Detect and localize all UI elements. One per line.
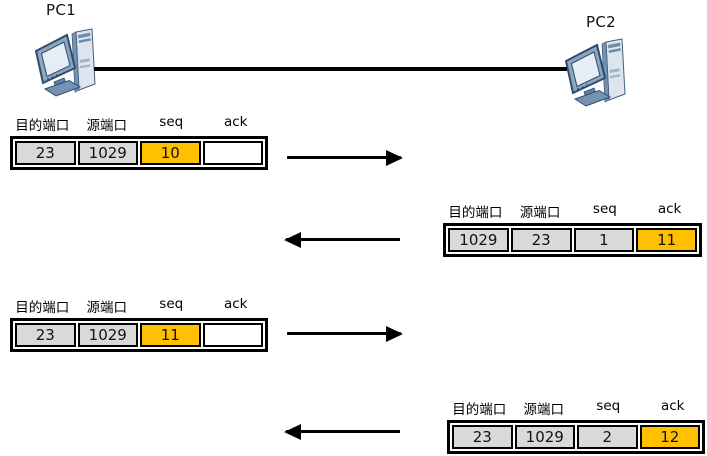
packet-2-headers: 目的端口 源端口 seq ack bbox=[443, 201, 702, 221]
packet-cell-src-port: 1029 bbox=[77, 141, 138, 165]
packet-header-seq: seq bbox=[592, 201, 617, 217]
packet-2-row: 1029 23 1 11 bbox=[443, 223, 702, 257]
packet-header-dst-port: 目的端口 bbox=[15, 118, 70, 134]
packet-4-row: 23 1029 2 12 bbox=[447, 420, 705, 454]
packet-cell-dst-port: 23 bbox=[15, 323, 76, 347]
packet-cell-seq: 2 bbox=[577, 425, 638, 449]
packet-header-src-port: 源端口 bbox=[523, 402, 565, 418]
packet-header-seq: seq bbox=[159, 296, 184, 312]
packet-2: 目的端口 源端口 seq ack 1029 23 1 11 bbox=[443, 201, 702, 257]
packet-cell-dst-port: 23 bbox=[15, 141, 76, 165]
packet-cell-ack: 11 bbox=[636, 228, 697, 252]
packet-1: 目的端口 源端口 seq ack 23 1029 10 bbox=[10, 114, 268, 170]
packet-cell-ack bbox=[202, 323, 263, 347]
packet-header-src-port: 源端口 bbox=[86, 300, 128, 316]
packet-cell-dst-port: 23 bbox=[452, 425, 513, 449]
packet-header-seq: seq bbox=[159, 114, 184, 130]
packet-cell-ack: 12 bbox=[639, 425, 700, 449]
packet-header-ack: ack bbox=[657, 201, 682, 217]
packet-cell-ack bbox=[202, 141, 263, 165]
arrow-left-icon bbox=[286, 238, 400, 241]
pc2-label: PC2 bbox=[586, 13, 616, 31]
packet-1-row: 23 1029 10 bbox=[10, 136, 268, 170]
packet-cell-src-port: 23 bbox=[510, 228, 572, 252]
packet-header-ack: ack bbox=[223, 296, 248, 312]
packet-header-seq: seq bbox=[596, 398, 621, 414]
arrow-right-icon bbox=[287, 332, 401, 335]
packet-header-dst-port: 目的端口 bbox=[452, 402, 507, 418]
packet-3-row: 23 1029 11 bbox=[10, 318, 268, 352]
arrow-right-icon bbox=[287, 156, 401, 159]
packet-header-src-port: 源端口 bbox=[519, 205, 561, 221]
packet-cell-seq: 11 bbox=[140, 323, 201, 347]
packet-cell-seq: 1 bbox=[573, 228, 635, 252]
network-link-line bbox=[94, 67, 567, 71]
packet-1-headers: 目的端口 源端口 seq ack bbox=[10, 114, 268, 134]
packet-3-headers: 目的端口 源端口 seq ack bbox=[10, 296, 268, 316]
arrow-left-icon bbox=[286, 430, 400, 433]
pc1-label: PC1 bbox=[46, 1, 76, 19]
packet-header-dst-port: 目的端口 bbox=[448, 205, 503, 221]
packet-cell-dst-port: 1029 bbox=[448, 228, 509, 252]
packet-cell-src-port: 1029 bbox=[77, 323, 138, 347]
pc1-icon bbox=[34, 28, 96, 97]
packet-4: 目的端口 源端口 seq ack 23 1029 2 12 bbox=[447, 398, 705, 454]
packet-header-ack: ack bbox=[223, 114, 248, 130]
packet-cell-seq: 10 bbox=[140, 141, 201, 165]
packet-header-ack: ack bbox=[660, 398, 685, 414]
packet-3: 目的端口 源端口 seq ack 23 1029 11 bbox=[10, 296, 268, 352]
pc2-icon bbox=[564, 38, 626, 107]
packet-4-headers: 目的端口 源端口 seq ack bbox=[447, 398, 705, 418]
packet-cell-src-port: 1029 bbox=[514, 425, 575, 449]
packet-header-src-port: 源端口 bbox=[86, 118, 128, 134]
packet-header-dst-port: 目的端口 bbox=[15, 300, 70, 316]
